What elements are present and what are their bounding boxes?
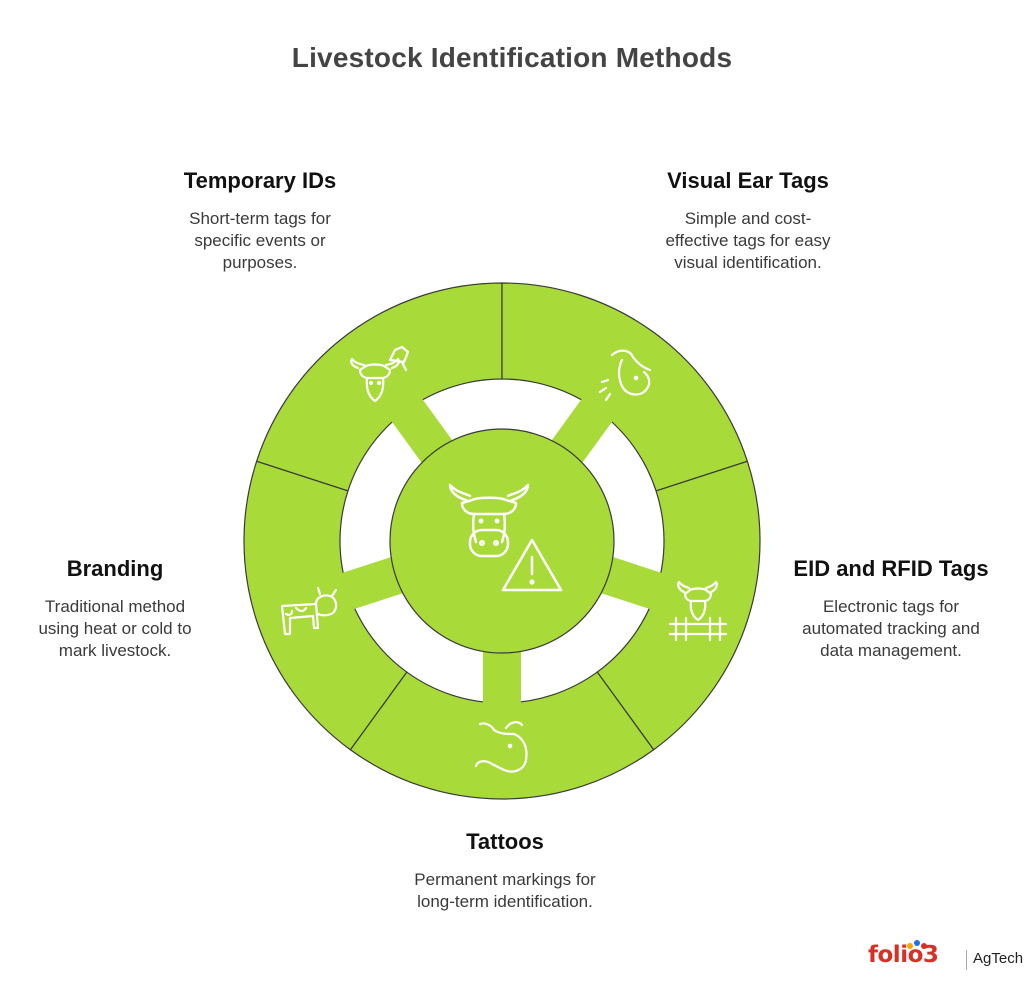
ring-segment: [349, 671, 655, 800]
ring-connector: [483, 647, 521, 709]
label-branding: Branding Traditional method using heat o…: [10, 556, 220, 662]
logo-brand: folio3: [868, 942, 939, 968]
heading-temporary-ids: Temporary IDs: [183, 168, 337, 193]
description-eid-rfid-tags: Electronic tags for automated tracking a…: [802, 597, 980, 660]
description-branding: Traditional method using heat or cold to…: [38, 597, 192, 660]
heading-eid-rfid-tags: EID and RFID Tags: [793, 556, 989, 581]
cow-behind-fence-icon: [668, 580, 728, 642]
cow-profile-icon: [598, 349, 652, 402]
logo-suffix: AgTech: [973, 950, 1024, 967]
label-eid-rfid-tags: EID and RFID Tags Electronic tags for au…: [775, 556, 1007, 662]
label-visual-ear-tags: Visual Ear Tags Simple and cost-effectiv…: [638, 168, 858, 274]
ring-connector: [336, 555, 408, 611]
cow-head-with-tag-icon: [350, 345, 410, 403]
ring-segment: [255, 282, 503, 492]
outer-ring: [243, 282, 761, 800]
cow-lying-icon: [474, 721, 528, 773]
heading-visual-ear-tags: Visual Ear Tags: [667, 168, 829, 193]
logo-separator: [966, 950, 967, 970]
ring-segment: [243, 460, 408, 751]
label-tattoos: Tattoos Permanent markings for long-term…: [390, 829, 620, 913]
ring-segment: [501, 282, 749, 492]
description-visual-ear-tags: Simple and cost-effective tags for easy …: [665, 209, 831, 272]
ring-connector: [596, 555, 668, 611]
cow-head-icon: [448, 483, 530, 558]
heading-tattoos: Tattoos: [466, 829, 544, 854]
page-title: Livestock Identification Methods: [291, 42, 733, 73]
description-temporary-ids: Short-term tags for specific events or p…: [189, 209, 331, 272]
label-temporary-ids: Temporary IDs Short-term tags for specif…: [150, 168, 370, 274]
logo-dots-icon: [907, 940, 927, 949]
warning-triangle-icon: [501, 538, 563, 592]
description-tattoos: Permanent markings for long-term identif…: [414, 870, 596, 911]
spotted-cow-icon: [280, 586, 338, 636]
ring-segment: [596, 460, 761, 751]
heading-branding: Branding: [66, 556, 164, 581]
